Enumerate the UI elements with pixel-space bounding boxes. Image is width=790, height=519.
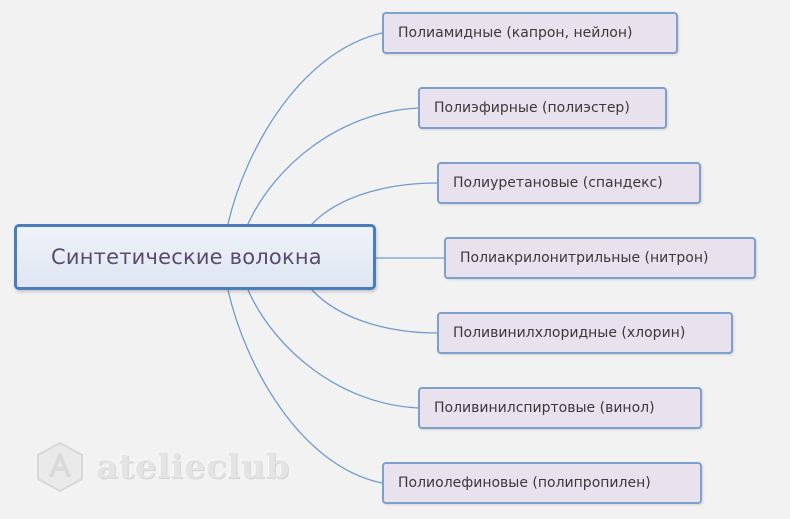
branch-label: Полиамидные (капрон, нейлон) bbox=[398, 25, 633, 41]
branch-label: Полиуретановые (спандекс) bbox=[453, 175, 663, 191]
connector-line bbox=[247, 107, 419, 225]
branch-label: Полиакрилонитрильные (нитрон) bbox=[460, 250, 709, 266]
central-topic-label: Синтетические волокна bbox=[51, 245, 322, 269]
branch-node[interactable]: Полиуретановые (спандекс) bbox=[437, 162, 701, 204]
connector-line bbox=[227, 32, 383, 225]
central-topic[interactable]: Синтетические волокна bbox=[14, 224, 376, 290]
branch-node[interactable]: Поливинилспиртовые (винол) bbox=[418, 387, 702, 429]
branch-node[interactable]: Полиолефиновые (полипропилен) bbox=[382, 462, 702, 504]
branch-label: Поливинилспиртовые (винол) bbox=[434, 400, 655, 416]
connector-line bbox=[311, 182, 438, 225]
connector-line bbox=[247, 289, 419, 409]
branch-node[interactable]: Полиэфирные (полиэстер) bbox=[418, 87, 667, 129]
branch-node[interactable]: Полиамидные (капрон, нейлон) bbox=[382, 12, 678, 54]
branch-node[interactable]: Поливинилхлоридные (хлорин) bbox=[437, 312, 733, 354]
connector-line bbox=[311, 289, 438, 334]
branch-label: Поливинилхлоридные (хлорин) bbox=[453, 325, 686, 341]
branch-label: Полиолефиновые (полипропилен) bbox=[398, 475, 651, 491]
watermark-text: atelieclub bbox=[96, 447, 290, 487]
watermark: atelieclub bbox=[34, 440, 290, 494]
atelieclub-logo-icon bbox=[37, 441, 83, 493]
branch-node[interactable]: Полиакрилонитрильные (нитрон) bbox=[444, 237, 756, 279]
branch-label: Полиэфирные (полиэстер) bbox=[434, 100, 630, 116]
connector-line bbox=[227, 289, 383, 484]
